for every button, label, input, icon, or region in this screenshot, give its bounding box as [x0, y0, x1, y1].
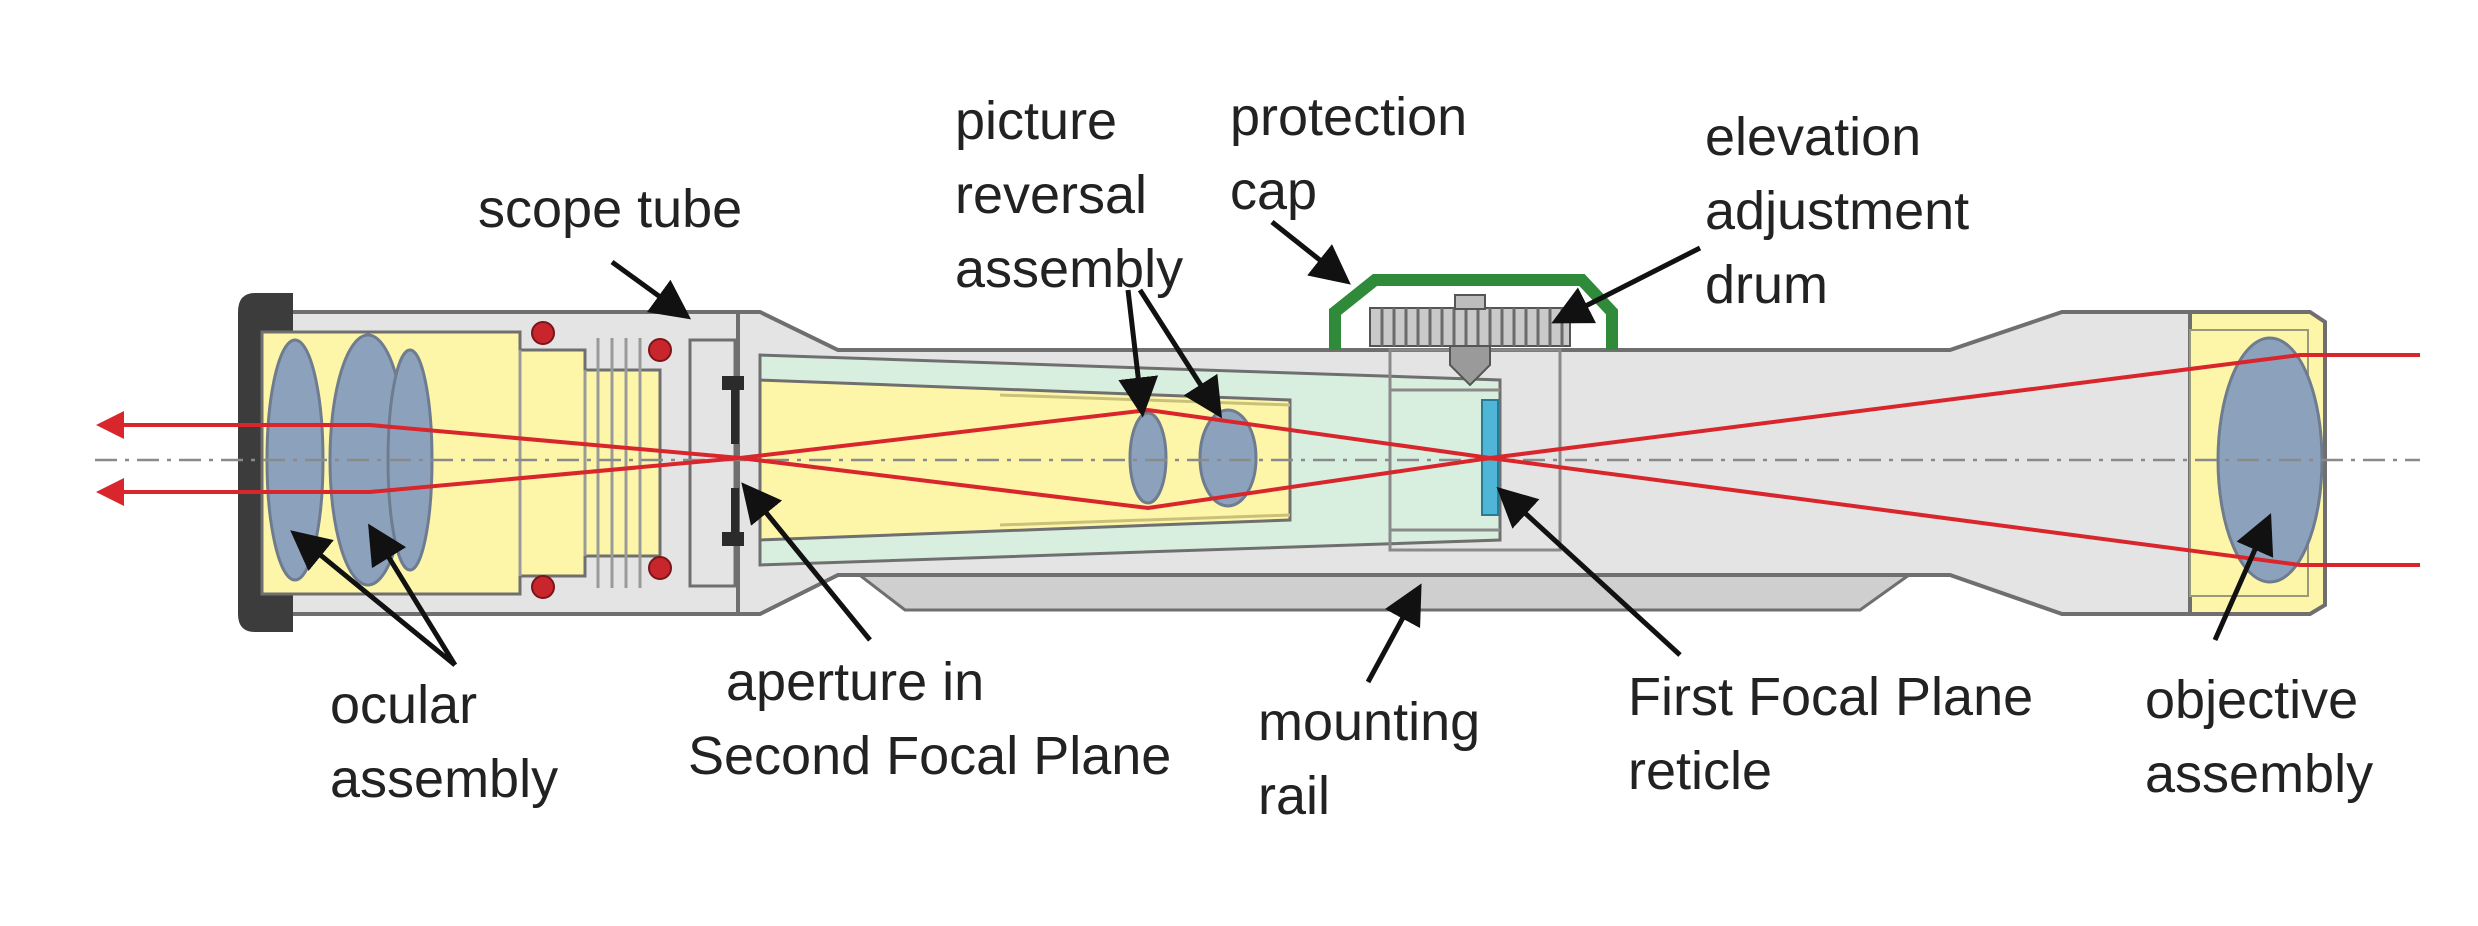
- label-line: protection: [1230, 87, 1468, 147]
- elevation-plunger: [1449, 345, 1491, 387]
- label-line: mounting: [1258, 692, 1481, 752]
- protection-cap-shape: [1329, 274, 1618, 350]
- label-line: drum: [1705, 255, 1829, 315]
- arrow-objective: [2212, 513, 2274, 642]
- label-line: rail: [1258, 766, 1331, 826]
- label-line: ocular: [330, 675, 478, 735]
- label-line: reversal: [955, 165, 1148, 225]
- arrow-elevation-drum: [1551, 245, 1702, 324]
- label-line: scope tube: [478, 179, 743, 239]
- drum-knurling: [1380, 308, 1564, 346]
- label-line: objective: [2145, 670, 2359, 730]
- arrow-reversal-2: [1137, 288, 1223, 419]
- arrow-scope-tube: [610, 259, 692, 320]
- reversal-lens-1: [1128, 411, 1168, 505]
- pointer-arrows: [290, 220, 2274, 684]
- label-line: picture: [955, 91, 1118, 151]
- elevation-drum-shape: [1369, 307, 1571, 347]
- label-line: assembly: [2145, 744, 2374, 804]
- label-ocular-assembly: ocular assembly: [330, 668, 558, 816]
- arrow-protection-cap: [1270, 220, 1351, 285]
- arrow-reticle: [1496, 486, 1682, 657]
- label-line: assembly: [330, 749, 559, 809]
- reversal-lens-2: [1198, 408, 1258, 508]
- label-line: aperture in: [726, 652, 985, 712]
- arrow-ocular-2: [368, 523, 458, 667]
- label-elevation-adjustment-drum: elevation adjustment drum: [1705, 100, 1969, 322]
- label-picture-reversal-assembly: picture reversal assembly: [955, 84, 1183, 306]
- label-protection-cap: protection cap: [1230, 80, 1467, 228]
- arrow-aperture: [741, 482, 872, 642]
- ocular-threads: [518, 338, 642, 588]
- label-scope-tube: scope tube: [478, 172, 742, 246]
- arrow-mounting-rail: [1365, 583, 1422, 684]
- label-line: assembly: [955, 239, 1184, 299]
- label-line: reticle: [1628, 741, 1773, 801]
- label-line: elevation: [1705, 107, 1922, 167]
- label-first-focal-plane-reticle: First Focal Plane reticle: [1628, 660, 2033, 808]
- label-aperture-second-focal-plane: aperture in Second Focal Plane: [688, 645, 1171, 793]
- label-mounting-rail: mounting rail: [1258, 685, 1480, 833]
- second-focal-plane-aperture: [722, 376, 744, 546]
- label-line: Second Focal Plane: [688, 726, 1172, 786]
- label-line: cap: [1230, 161, 1318, 221]
- arrow-ocular-1: [290, 530, 457, 667]
- label-line: First Focal Plane: [1628, 667, 2034, 727]
- label-objective-assembly: objective assembly: [2145, 663, 2373, 811]
- label-line: adjustment: [1705, 181, 1970, 241]
- o-rings: [531, 321, 672, 599]
- arrow-reversal-1: [1118, 289, 1159, 418]
